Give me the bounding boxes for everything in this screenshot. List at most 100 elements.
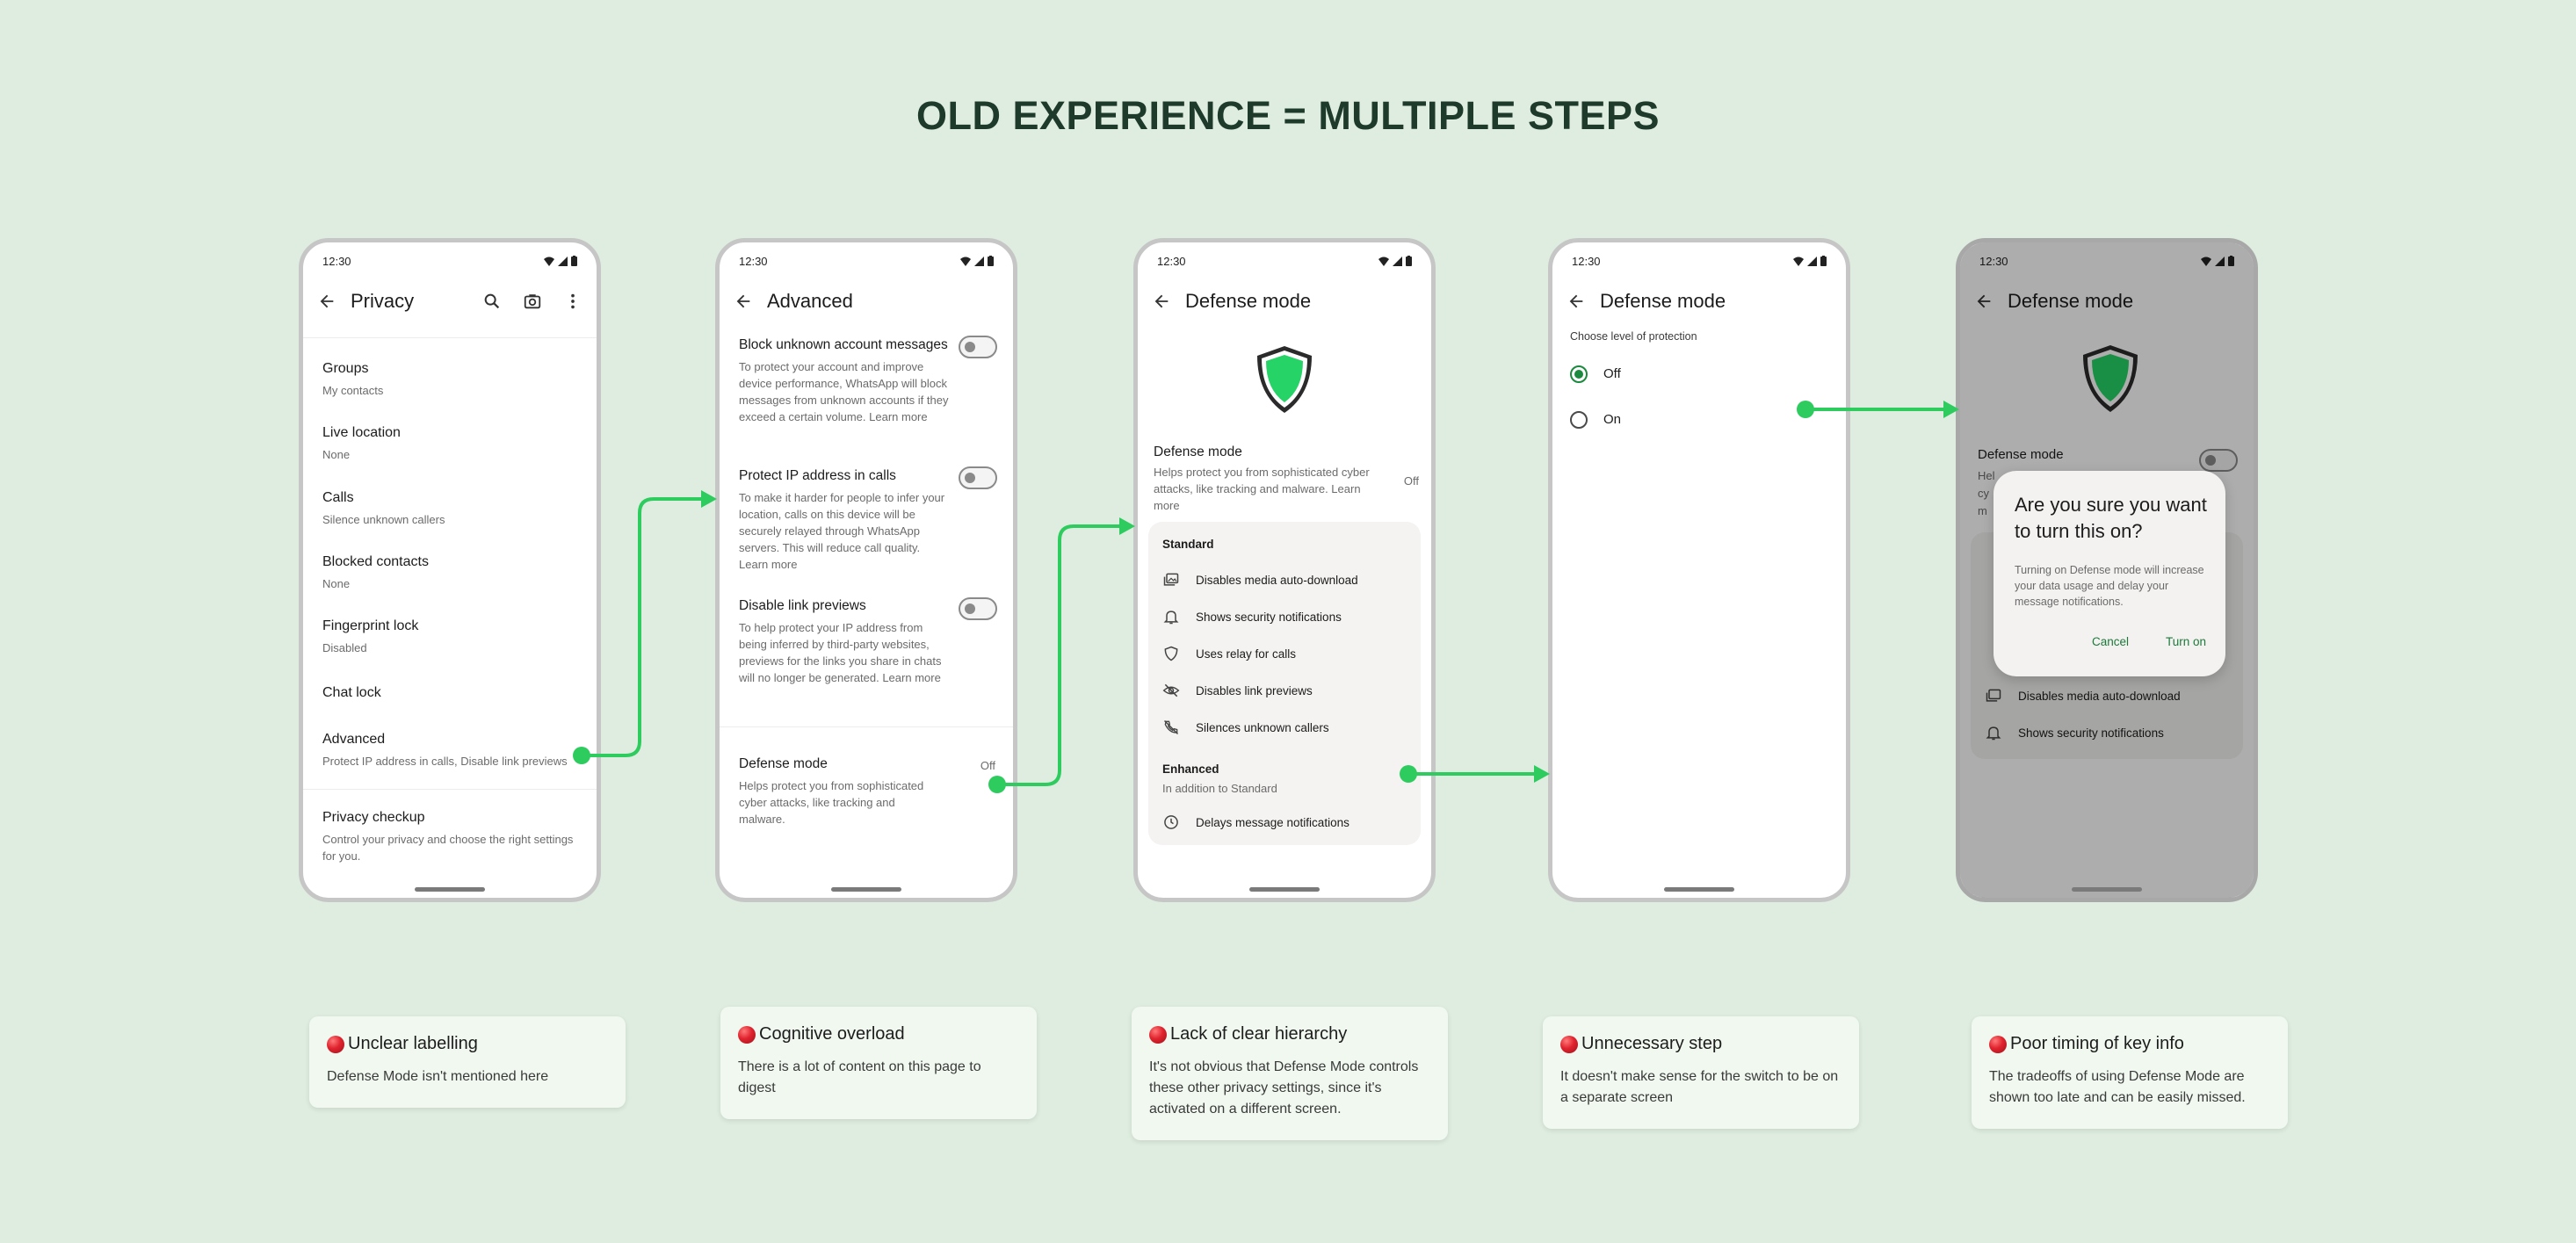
setting-description: To make it harder for people to infer yo… bbox=[739, 491, 945, 571]
shield-outline-icon bbox=[1164, 646, 1178, 661]
issue-title: Cognitive overload bbox=[759, 1024, 905, 1044]
setting-disable-link-previews[interactable]: Disable link previews To help protect yo… bbox=[739, 598, 994, 686]
list-item: Shows security notifications bbox=[1162, 608, 1342, 625]
wifi-icon bbox=[544, 257, 554, 266]
item-label: Shows security notifications bbox=[2018, 726, 2164, 740]
screen-title: Advanced bbox=[767, 290, 853, 312]
status-icons bbox=[544, 256, 577, 266]
list-item: Uses relay for calls bbox=[1162, 645, 1296, 662]
issue-card-cognitive-overload: Cognitive overload There is a lot of con… bbox=[720, 1007, 1037, 1119]
item-title: Fingerprint lock bbox=[322, 618, 419, 633]
issue-title: Poor timing of key info bbox=[2010, 1034, 2184, 1053]
back-arrow-icon[interactable] bbox=[1152, 292, 1171, 311]
item-subtitle: None bbox=[322, 577, 351, 590]
item-title: Blocked contacts bbox=[322, 554, 429, 569]
list-item: Silences unknown callers bbox=[1162, 719, 1329, 736]
list-item: Disables media auto-download bbox=[1985, 687, 2181, 705]
setting-defense-mode[interactable]: Defense mode Helps protect you from soph… bbox=[739, 756, 994, 827]
issue-card-poor-timing: Poor timing of key info The tradeoffs of… bbox=[1972, 1016, 2288, 1129]
signal-icon bbox=[974, 256, 984, 266]
enhanced-label: Enhanced bbox=[1162, 762, 1219, 776]
app-bar: Privacy bbox=[317, 288, 582, 320]
signal-icon bbox=[558, 256, 568, 266]
item-subtitle: Disabled bbox=[322, 641, 367, 654]
phone-privacy: 12:30 Privacy Groups My contacts Live lo… bbox=[299, 238, 601, 902]
issue-body: Defense Mode isn't mentioned here bbox=[327, 1069, 549, 1084]
status-icons bbox=[1793, 256, 1827, 266]
setting-block-unknown-messages[interactable]: Block unknown account messages To protec… bbox=[739, 337, 994, 425]
status-time: 12:30 bbox=[1157, 255, 1186, 268]
setting-title: Disable link previews bbox=[739, 598, 866, 613]
list-item-advanced[interactable]: Advanced Protect IP address in calls, Di… bbox=[322, 732, 588, 770]
link-previews-toggle[interactable] bbox=[959, 597, 997, 620]
battery-icon bbox=[1820, 256, 1827, 266]
app-bar: Advanced bbox=[734, 288, 999, 320]
cancel-button[interactable]: Cancel bbox=[2091, 635, 2129, 648]
list-item-calls[interactable]: Calls Silence unknown callers bbox=[322, 490, 577, 528]
back-arrow-icon[interactable] bbox=[1974, 292, 1994, 311]
screen-title: Privacy bbox=[351, 290, 415, 312]
phone-defense-detail: 12:30 Defense mode Defense mode Helps pr… bbox=[1133, 238, 1436, 902]
item-subtitle: Protect IP address in calls, Disable lin… bbox=[322, 755, 568, 768]
wifi-icon bbox=[1378, 257, 1389, 266]
defense-heading: Defense mode bbox=[1978, 447, 2064, 462]
list-item-blocked-contacts[interactable]: Blocked contacts None bbox=[322, 554, 577, 592]
item-label: Silences unknown callers bbox=[1196, 720, 1329, 734]
setting-description: To help protect your IP address from bei… bbox=[739, 621, 942, 684]
status-time: 12:30 bbox=[322, 255, 351, 268]
app-bar: Defense mode bbox=[1152, 288, 1417, 320]
status-bar: 12:30 bbox=[322, 255, 577, 272]
back-arrow-icon[interactable] bbox=[734, 292, 753, 311]
item-title: Live location bbox=[322, 425, 401, 440]
more-vert-icon[interactable] bbox=[563, 292, 582, 311]
defense-toggle[interactable] bbox=[2199, 449, 2238, 472]
defense-description-fragment: cy bbox=[1978, 487, 1989, 500]
radio-off[interactable] bbox=[1570, 365, 1588, 383]
eye-off-icon bbox=[1162, 683, 1180, 697]
status-bar: 12:30 bbox=[1157, 255, 1412, 272]
home-indicator bbox=[1249, 887, 1320, 892]
protect-ip-toggle[interactable] bbox=[959, 466, 997, 489]
camera-icon[interactable] bbox=[523, 292, 542, 311]
back-arrow-icon[interactable] bbox=[317, 292, 336, 311]
battery-icon bbox=[571, 256, 577, 266]
issue-title: Unclear labelling bbox=[348, 1034, 478, 1053]
wifi-icon bbox=[1793, 257, 1804, 266]
wifi-icon bbox=[960, 257, 971, 266]
bell-icon bbox=[1986, 726, 2001, 741]
search-icon[interactable] bbox=[482, 292, 502, 311]
radio-on[interactable] bbox=[1570, 411, 1588, 429]
defense-mode-value: Off bbox=[980, 759, 995, 772]
list-item-live-location[interactable]: Live location None bbox=[322, 425, 577, 463]
issue-body: The tradeoffs of using Defense Mode are … bbox=[1989, 1069, 2246, 1105]
defense-mode-row[interactable]: Defense mode Helps protect you from soph… bbox=[1154, 444, 1412, 514]
turn-on-button[interactable]: Turn on bbox=[2165, 635, 2206, 648]
screen-title: Defense mode bbox=[1185, 290, 1312, 312]
phone-advanced: 12:30 Advanced Block unknown account mes… bbox=[715, 238, 1017, 902]
list-item: Shows security notifications bbox=[1985, 724, 2164, 741]
divider bbox=[303, 337, 597, 338]
list-item-fingerprint-lock[interactable]: Fingerprint lock Disabled bbox=[322, 618, 577, 656]
red-dot-icon bbox=[1989, 1035, 2007, 1053]
list-item-groups[interactable]: Groups My contacts bbox=[322, 361, 577, 399]
issue-card-unnecessary-step: Unnecessary step It doesn't make sense f… bbox=[1543, 1016, 1859, 1129]
issue-title: Unnecessary step bbox=[1581, 1034, 1723, 1053]
app-bar: Defense mode bbox=[1567, 288, 1832, 320]
back-arrow-icon[interactable] bbox=[1567, 292, 1586, 311]
status-time: 12:30 bbox=[1572, 255, 1601, 268]
signal-icon bbox=[1807, 256, 1817, 266]
shield-icon bbox=[1257, 346, 1312, 413]
status-icons bbox=[1378, 256, 1412, 266]
issue-card-unclear-labelling: Unclear labelling Defense Mode isn't men… bbox=[309, 1016, 626, 1108]
signal-icon bbox=[1393, 256, 1402, 266]
setting-protect-ip[interactable]: Protect IP address in calls To make it h… bbox=[739, 468, 994, 573]
item-subtitle: Control your privacy and choose the righ… bbox=[322, 833, 574, 863]
bell-icon bbox=[1163, 611, 1179, 625]
clock-icon bbox=[1164, 815, 1178, 829]
list-item-privacy-checkup[interactable]: Privacy checkup Control your privacy and… bbox=[322, 810, 577, 864]
wifi-icon bbox=[2201, 257, 2211, 266]
list-item-chat-lock[interactable]: Chat lock bbox=[322, 685, 577, 701]
block-unknown-toggle[interactable] bbox=[959, 336, 997, 358]
item-label: Disables media auto-download bbox=[1196, 573, 1358, 587]
defense-description: Helps protect you from sophisticated cyb… bbox=[1154, 466, 1370, 512]
